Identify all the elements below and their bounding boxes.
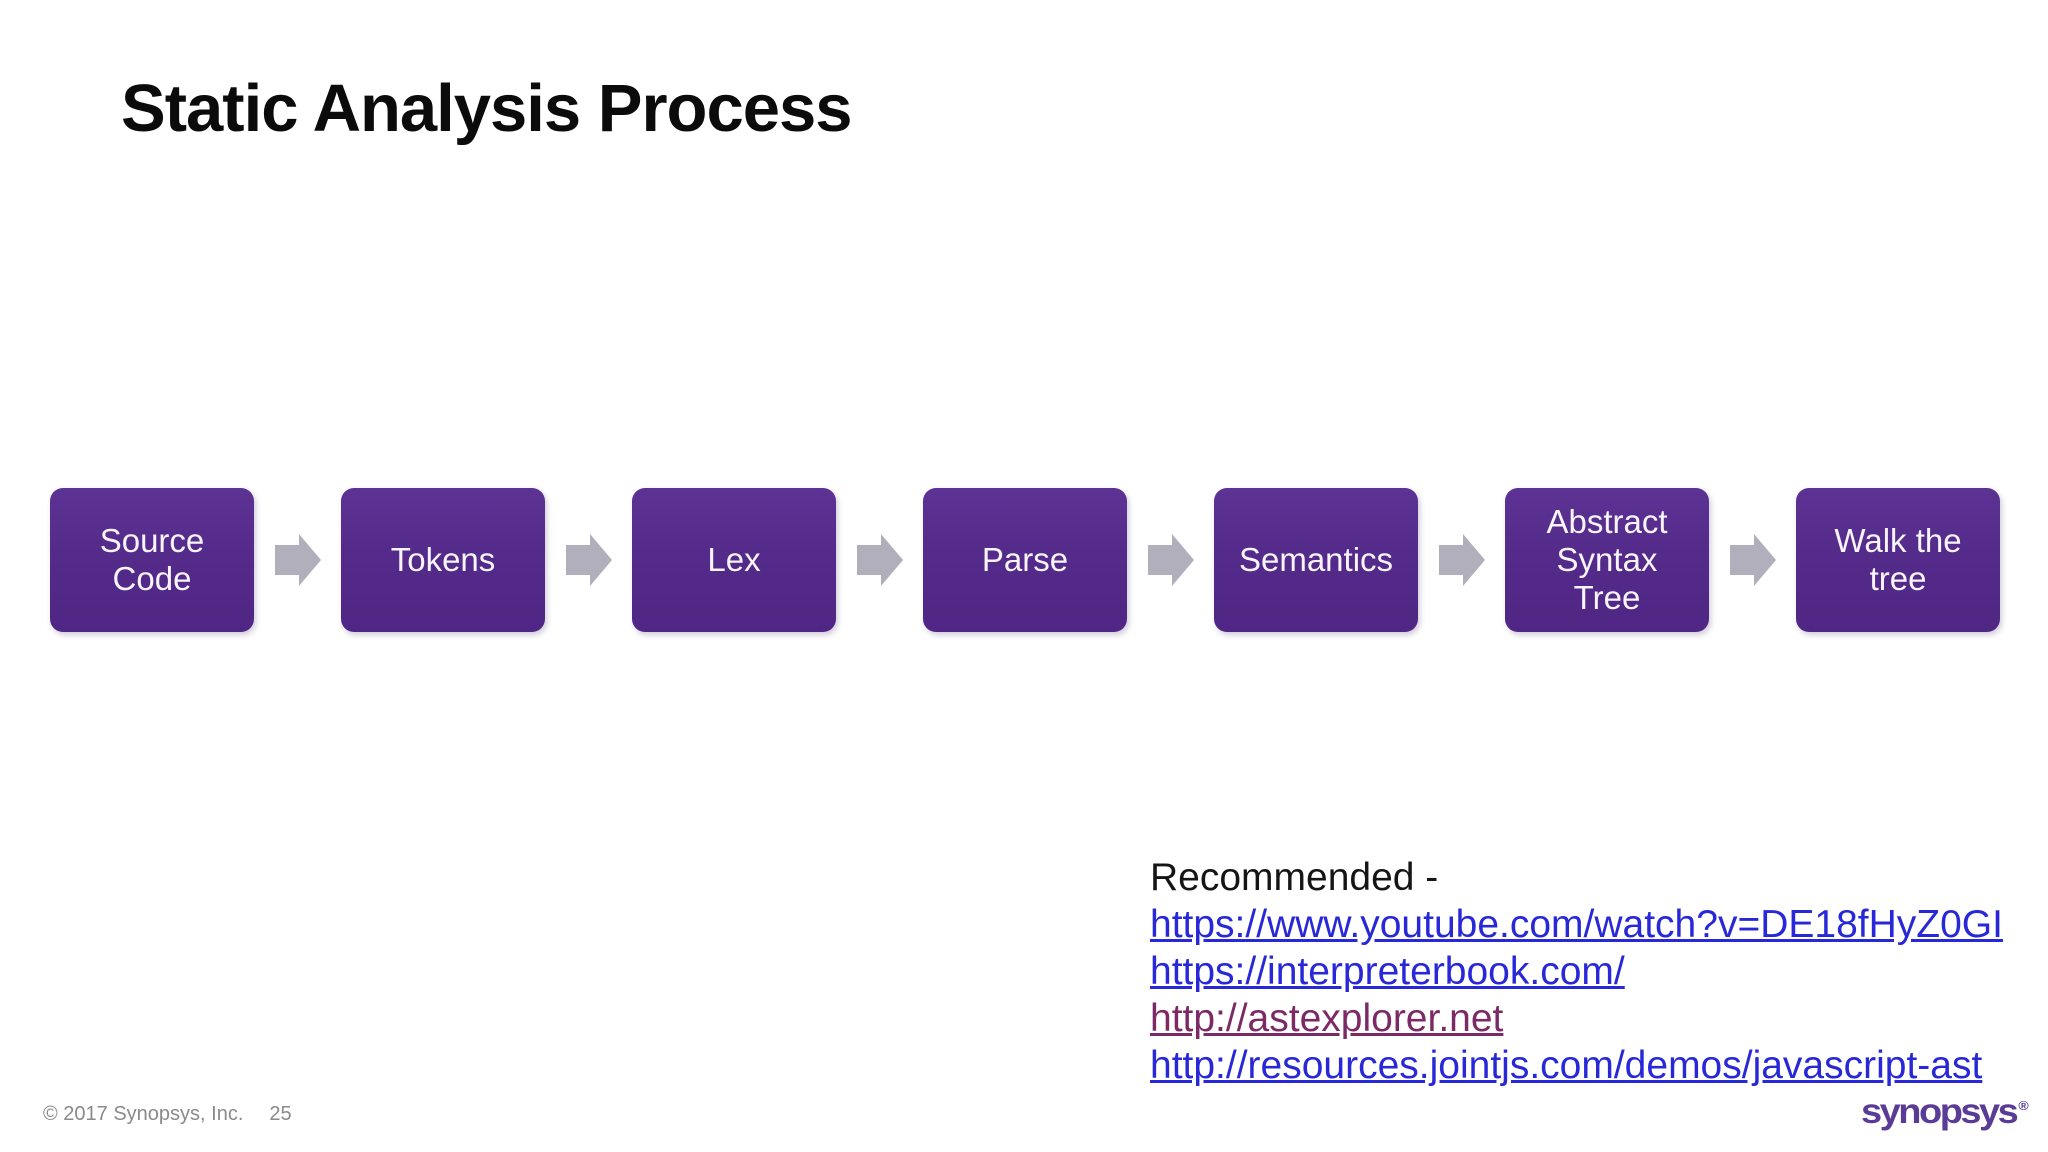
recommended-link-1[interactable]: https://www.youtube.com/watch?v=DE18fHyZ… <box>1150 903 2003 946</box>
flow-step-4: Parse <box>923 488 1127 632</box>
synopsys-logo: synopsys® <box>1861 1093 2029 1133</box>
flow-step-1: Source Code <box>50 488 254 632</box>
flow-step-2: Tokens <box>341 488 545 632</box>
recommended-links: Recommended - https://www.youtube.com/wa… <box>1150 854 2003 1089</box>
page-number: 25 <box>269 1103 292 1125</box>
recommended-link-3[interactable]: http://astexplorer.net <box>1150 997 1504 1040</box>
copyright-text: © 2017 Synopsys, Inc. <box>43 1103 244 1125</box>
recommended-link-4[interactable]: http://resources.jointjs.com/demos/javas… <box>1150 1044 1983 1087</box>
flow-step-5: Semantics <box>1214 488 1418 632</box>
flow-arrow-icon <box>1729 534 1776 586</box>
flow-arrow-icon <box>1147 534 1194 586</box>
flow-step-7: Walk the tree <box>1796 488 2000 632</box>
flow-arrow-icon <box>565 534 612 586</box>
recommended-link-2[interactable]: https://interpreterbook.com/ <box>1150 950 1625 993</box>
flow-step-6: Abstract Syntax Tree <box>1505 488 1709 632</box>
flow-arrow-icon <box>274 534 321 586</box>
synopsys-logo-text: synopsys <box>1861 1092 2019 1132</box>
page-title: Static Analysis Process <box>121 71 853 146</box>
flow-step-3: Lex <box>632 488 836 632</box>
footer: © 2017 Synopsys, Inc. 25 <box>43 1103 292 1126</box>
registered-trademark-icon: ® <box>2018 1098 2029 1114</box>
flow-arrow-icon <box>856 534 903 586</box>
flow-arrow-icon <box>1438 534 1485 586</box>
recommended-heading: Recommended - <box>1150 856 1439 899</box>
process-flow: Source Code Tokens Lex Parse Semantics Abstra… <box>50 488 2000 632</box>
